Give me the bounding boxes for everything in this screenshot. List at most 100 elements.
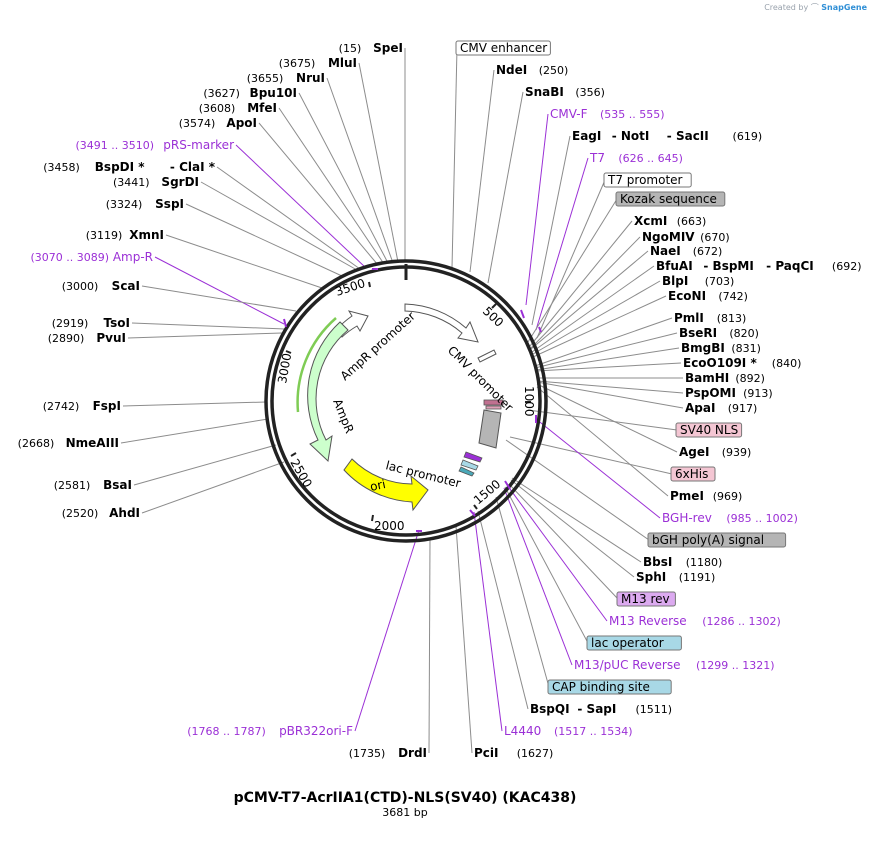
leader-line (531, 265, 655, 353)
enzyme-name: Bpu10I (250, 86, 297, 100)
leader-line (529, 220, 633, 347)
feature-box-label: T7 promoter (607, 173, 683, 187)
enzyme-position: (672) (693, 245, 723, 258)
enzyme-name: BseRI (679, 326, 717, 340)
enzyme-name: PspOMI (685, 386, 736, 400)
site-label-pspomi: PspOMI(913) (685, 386, 773, 400)
enzyme-position: (3574) (179, 117, 216, 130)
leader-line (536, 179, 606, 339)
credit-brand: SnapGene (821, 3, 867, 12)
site-label-bgh-poly-a-signal: bGH poly(A) signal (647, 532, 787, 548)
site-label-amp-r: Amp-R(3070 .. 3089) (30, 250, 153, 264)
primer-name: Amp-R (113, 250, 153, 264)
enzyme-position: (250) (539, 64, 569, 77)
enzyme-position: (2742) (43, 400, 80, 413)
enzyme-name: NdeI (496, 63, 527, 77)
leader-line (536, 386, 669, 497)
bgh-polya-block (478, 409, 502, 449)
primer-name: pBR322ori-F (279, 724, 353, 738)
enzyme-position: (831) (731, 342, 761, 355)
enzyme-name: NgoMIV (642, 230, 695, 244)
feature-box-label: lac operator (591, 636, 664, 650)
enzyme-name: SspI (155, 197, 184, 211)
enzyme-name: ApaI (685, 401, 715, 415)
feature-label-ampr: AmpR (330, 397, 356, 435)
plasmid-title: pCMV-T7-AcrIIA1(CTD)-NLS(SV40) (KAC438) (234, 790, 577, 806)
enzyme-name: PmeI (670, 489, 704, 503)
feature-box (603, 172, 692, 188)
site-label-pmli: PmlI(813) (674, 311, 746, 325)
enzyme-name: - SapI (577, 702, 616, 716)
enzyme-position: (2520) (62, 507, 99, 520)
enzyme-position: (619) (733, 130, 763, 143)
site-label-ahdi: AhdI(2520) (62, 506, 140, 520)
site-label-l4440: L4440(1517 .. 1534) (504, 724, 633, 738)
primer-range: (1517 .. 1534) (554, 725, 633, 738)
primer-name: CMV-F (550, 107, 588, 121)
site-label-bfuai-bspmi-paqci: BfuAI- BspMI- PaqCI(692) (656, 259, 862, 273)
enzyme-name: BspDI * (95, 160, 145, 174)
leader-line (216, 166, 361, 270)
primer-mark-l4440 (469, 509, 476, 517)
enzyme-position: (892) (735, 372, 765, 385)
feature-box (670, 466, 716, 482)
site-label-drdi: DrdI (1735) (349, 746, 427, 760)
site-label-sv40-nls: SV40 NLS (675, 422, 743, 438)
site-label-fspi: FspI(2742) (43, 399, 121, 413)
leader-line (536, 380, 684, 394)
leader-line (532, 295, 667, 358)
leader-line (511, 477, 642, 563)
leader-line (235, 144, 367, 269)
site-label-sgrdi: SgrDI(3441) (113, 175, 199, 189)
leader-line (298, 92, 389, 264)
site-label-econi: EcoNI(742) (668, 289, 748, 303)
leader-line (451, 47, 458, 269)
leader-line (505, 439, 650, 541)
enzyme-name: BspQI (530, 702, 570, 716)
enzyme-name: SpeI (373, 41, 403, 55)
tick-label-1500: 1500 (471, 477, 503, 507)
primer-range: (1768 .. 1787) (187, 725, 266, 738)
feature-box (455, 40, 551, 56)
enzyme-position: (3119) (86, 229, 123, 242)
enzyme-name: - ClaI * (170, 160, 216, 174)
right-site-labels: CMV enhancerNdeI(250)SnaBI(356)CMV-F(535… (455, 40, 862, 760)
credit-prefix: Created by (764, 3, 809, 12)
enzyme-name: BsaI (103, 478, 132, 492)
snapgene-logo-icon: ⌒ (810, 3, 819, 12)
leader-line (120, 418, 269, 444)
enzyme-name: EcoNI (668, 289, 706, 303)
enzyme-position: (356) (575, 86, 605, 99)
leader-line (122, 401, 267, 407)
site-label-pcii: PciI(1627) (474, 746, 553, 760)
feature-box (647, 532, 787, 548)
site-label-m13-puc-reverse: M13/pUC Reverse(1299 .. 1321) (574, 658, 775, 672)
primer-range: (1299 .. 1321) (696, 659, 775, 672)
leader-line (185, 203, 343, 277)
enzyme-name: PciI (474, 746, 499, 760)
enzyme-name: NaeI (650, 244, 681, 258)
leader-line (525, 113, 549, 306)
site-label-tsoi: TsoI(2919) (52, 316, 130, 330)
enzyme-position: (917) (728, 402, 758, 415)
site-label-pvui: PvuI(2890) (48, 331, 126, 345)
enzyme-name: ScaI (112, 279, 140, 293)
leader-line (536, 381, 684, 409)
site-label-xmni: XmnI(3119) (86, 228, 164, 242)
tick-3000 (285, 350, 292, 354)
leader-line (534, 332, 678, 369)
enzyme-name: DrdI (398, 746, 427, 760)
leader-line (154, 256, 285, 325)
leader-line (535, 157, 589, 331)
leader-line (503, 487, 573, 666)
enzyme-name: PmlI (674, 311, 704, 325)
enzyme-position: (840) (772, 357, 802, 370)
leader-line (510, 479, 635, 578)
site-label-ndei: NdeI (250) (496, 63, 568, 77)
primer-range: (3491 .. 3510) (75, 139, 154, 152)
site-label-mlui: MluI(3675) (279, 56, 357, 70)
enzyme-position: (2581) (54, 479, 91, 492)
primer-range: (1286 .. 1302) (702, 615, 781, 628)
enzyme-position: (1735) (349, 747, 386, 760)
enzyme-position: (3655) (247, 72, 284, 85)
